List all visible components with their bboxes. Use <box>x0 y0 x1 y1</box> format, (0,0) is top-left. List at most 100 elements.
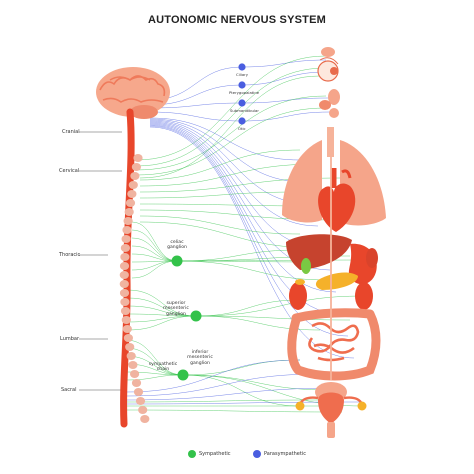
vertebra <box>119 271 129 279</box>
nerve-fiber <box>176 259 373 262</box>
superior-mesenteric-ganglion-dot <box>190 310 202 322</box>
reproductive-organs <box>295 392 367 438</box>
level-label-lumbar: Lumbar <box>60 336 80 342</box>
label-inferior-line3: ganglion <box>190 360 210 366</box>
nerve-fiber <box>125 399 319 403</box>
nerve-fiber <box>139 191 301 199</box>
nerve-fiber <box>241 59 327 68</box>
vertebra <box>121 316 131 324</box>
nerve-fiber <box>139 215 301 235</box>
vertebra <box>126 352 136 360</box>
vertebra <box>122 325 132 333</box>
diagram-title: AUTONOMIC NERVOUS SYSTEM <box>148 14 326 26</box>
vertebra <box>122 226 132 234</box>
label-sympathetic-chain: sympathetic chain <box>146 362 180 373</box>
nerve-fiber <box>195 295 365 317</box>
vertebra <box>131 379 142 387</box>
vertebra <box>120 253 130 261</box>
nerve-fiber <box>135 67 327 167</box>
nerve-fiber <box>135 107 327 176</box>
label-inferior-mesenteric-ganglion: inferior mesenteric ganglion <box>183 350 217 366</box>
vertebra <box>123 334 133 342</box>
vertebra <box>140 415 150 423</box>
vertebra <box>125 199 136 207</box>
vertebra <box>119 289 130 297</box>
nerve-fiber <box>149 117 301 161</box>
nerve-fiber <box>125 387 341 401</box>
label-celiac-line2: ganglion <box>167 245 187 251</box>
level-label-sacral: Sacral <box>61 387 77 393</box>
nerve-fiber <box>195 315 351 321</box>
level-label-cranial: Cranial <box>62 129 80 135</box>
lacrimal-gland <box>321 47 335 57</box>
nerve-fiber <box>149 120 319 227</box>
vertebra <box>138 406 148 414</box>
vertebra <box>128 361 138 369</box>
gallbladder <box>301 258 311 274</box>
nerve-fiber <box>195 315 321 331</box>
vertebra <box>130 172 140 180</box>
nerve-fiber <box>139 163 321 187</box>
level-pointer-lines <box>79 131 122 391</box>
label-inferior-line1: inferior <box>191 350 209 355</box>
label-ciliary: Ciliary <box>236 72 248 77</box>
nerve-fiber <box>139 75 321 179</box>
nerve-fiber <box>149 126 355 359</box>
nerve-fiber <box>241 71 327 86</box>
otic-ganglion-dot <box>238 117 246 125</box>
legend-sympathetic-label: Sympathetic <box>199 451 231 457</box>
nerve-fiber <box>176 260 331 281</box>
vertebra <box>127 190 137 198</box>
salivary-glands <box>319 89 340 118</box>
nerve-fiber <box>127 315 197 331</box>
ciliary-ganglion-dot <box>238 63 246 71</box>
nerve-fiber <box>135 55 327 161</box>
vertebra <box>120 244 130 252</box>
nerve-fiber <box>149 102 243 109</box>
vertebra <box>125 343 135 351</box>
vertebral-column <box>119 154 150 423</box>
vertebra <box>133 388 144 396</box>
vertebra <box>128 181 138 189</box>
label-chain-line2: chain <box>156 367 170 373</box>
nerve-fiber <box>125 359 301 393</box>
nerve-fiber <box>125 409 343 413</box>
nerve-fiber <box>195 299 301 317</box>
nerve-fiber <box>241 111 331 122</box>
nerve-fiber <box>149 124 343 315</box>
nerve-fiber <box>125 374 184 381</box>
brain <box>96 67 170 119</box>
label-superior-line3: ganglion <box>166 311 186 317</box>
vertebra <box>131 163 141 171</box>
label-submandibular: Submandibular <box>230 108 259 113</box>
vertebra <box>120 298 130 306</box>
label-celiac-ganglion: celiac ganglion <box>160 240 194 251</box>
heart <box>318 168 356 232</box>
level-label-cervical: Cervical <box>59 168 80 174</box>
nerve-fiber <box>149 118 307 183</box>
vertebra <box>135 397 146 405</box>
vertebra <box>120 307 131 315</box>
vertebra <box>124 208 134 216</box>
large-intestine <box>287 308 381 381</box>
nerve-fiber <box>135 95 327 171</box>
level-label-thoracic: Thoracic <box>59 252 81 258</box>
vertebra <box>123 217 133 225</box>
legend-parasympathetic-label: Parasympathetic <box>264 451 306 457</box>
nerve-fiber <box>139 149 301 181</box>
vertebra <box>130 370 140 378</box>
nerve-fiber <box>131 260 178 271</box>
nerve-fiber <box>241 97 329 104</box>
pterygopalatine-ganglion-dot <box>238 81 246 89</box>
legend-sympathetic-dot <box>188 450 196 458</box>
label-celiac-line1: celiac <box>170 240 184 245</box>
submandibular-ganglion-dot <box>238 99 246 107</box>
label-pterygopalatine: Pterygopalatine <box>229 90 260 95</box>
nerve-fiber <box>131 237 178 262</box>
sympathetic-ganglia <box>171 255 202 381</box>
label-chain-line1: sympathetic <box>148 362 178 367</box>
vertebra <box>121 235 131 243</box>
liver <box>286 234 352 270</box>
label-otic: Otic <box>238 126 246 131</box>
